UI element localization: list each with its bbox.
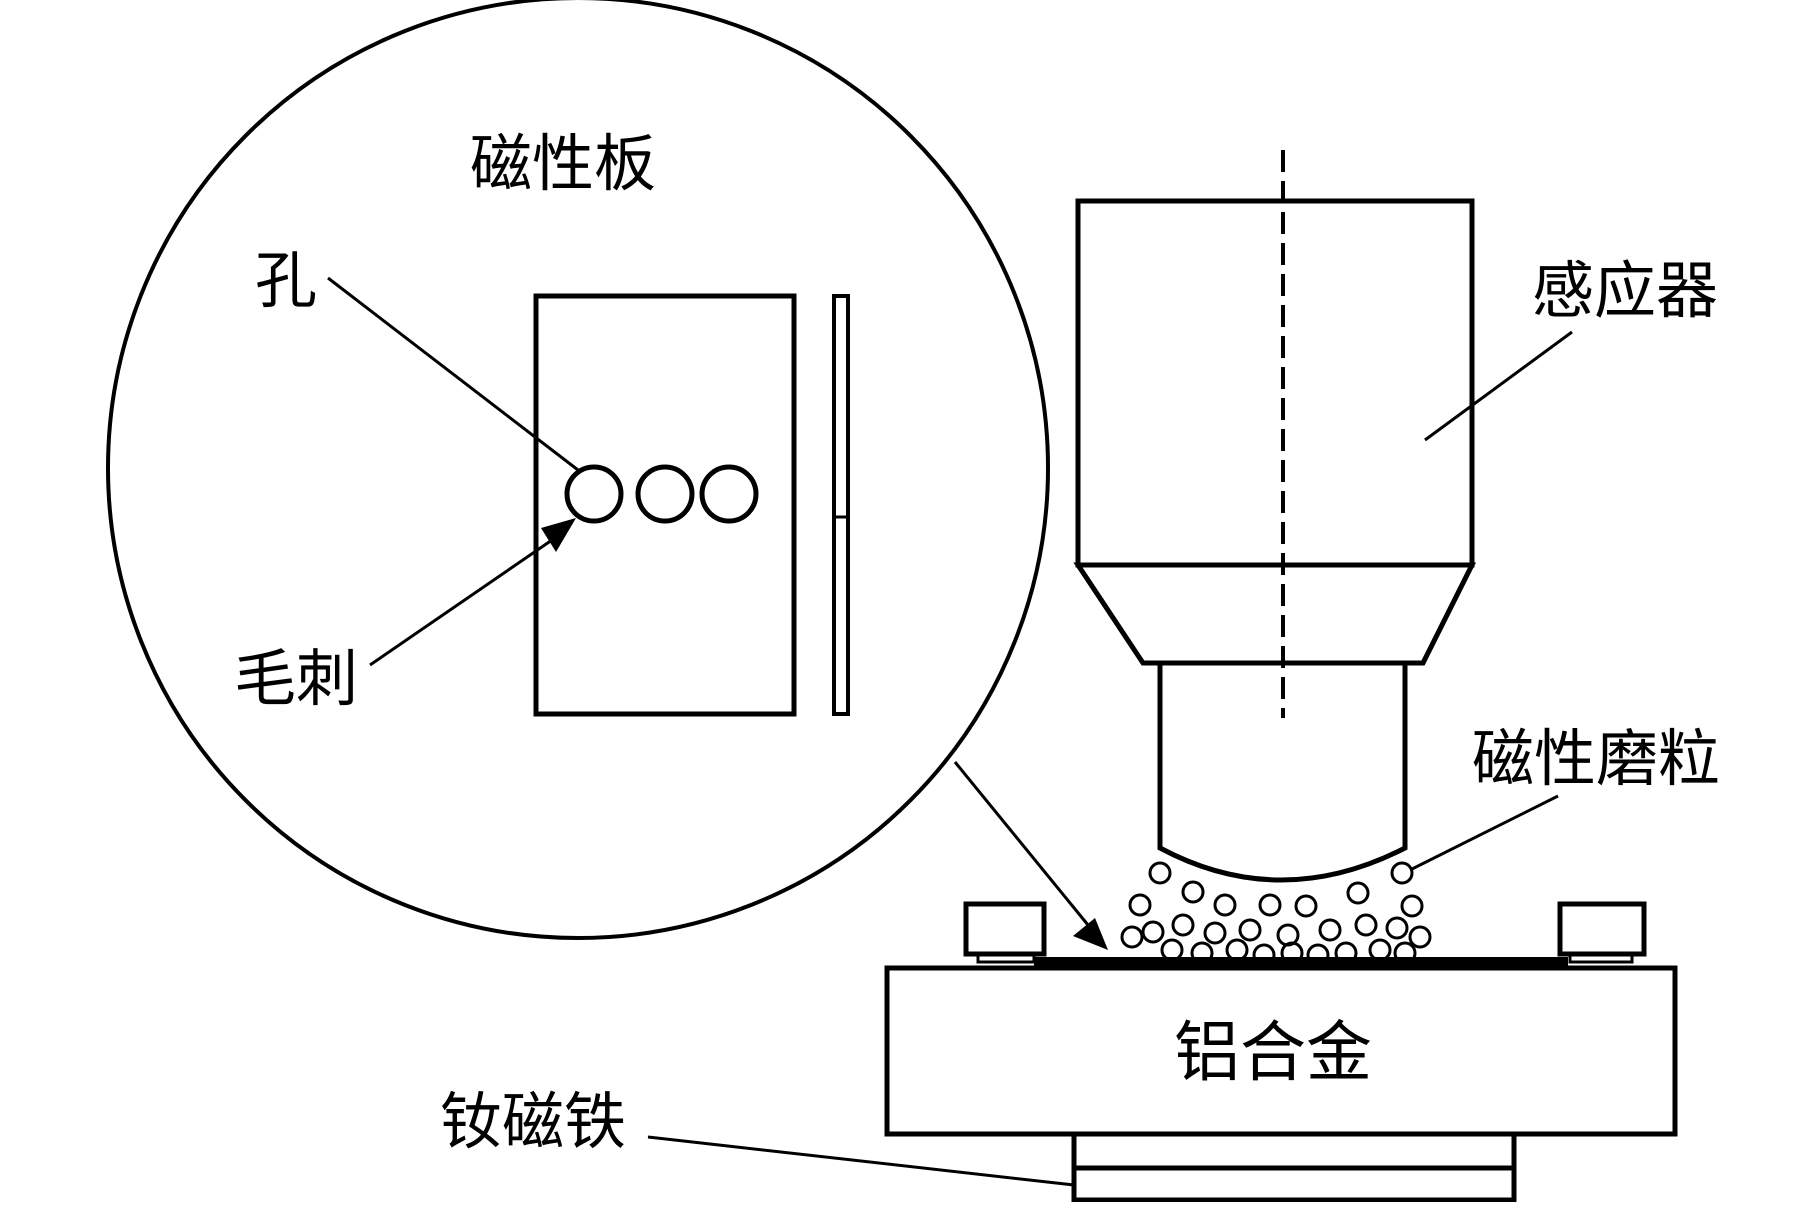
abrasive-particle [1346,881,1370,905]
ndfeb-magnet-lower [1071,1165,1517,1203]
inductor-taper [1073,562,1477,666]
abrasive-particle [1181,880,1205,904]
magnify-arrow-head [1073,918,1108,950]
clamp-foot-left [976,952,1036,964]
hole-1 [564,464,624,524]
abrasive-particle [1354,913,1378,937]
inductor-body [1075,198,1475,568]
magnetic-abrasive-leader-line [1409,794,1559,872]
clamp-block-right [1557,901,1647,957]
abrasive-particle [1148,861,1172,885]
hole-2 [635,464,695,524]
inductor-tip [1157,663,1408,883]
burr-arrow-head [541,518,576,552]
magnetic-abrasive-label: 磁性磨粒 [1472,722,1720,795]
ndfeb-magnet-upper [1071,1131,1517,1171]
hole-label: 孔 [255,244,317,317]
clamp-block-left [963,901,1047,957]
hole-3 [699,464,759,524]
abrasive-particle [1390,861,1414,885]
inductor-label: 感应器 [1532,254,1718,327]
abrasive-particle [1318,918,1342,942]
abrasive-particle [1408,925,1432,949]
magnified-view-circle [106,0,1050,940]
abrasive-particle [1171,913,1195,937]
abrasive-particle [1258,893,1282,917]
abrasive-particle [1141,920,1165,944]
aluminum-alloy-label: 铝合金 [1174,1014,1372,1091]
ndfeb-magnet-leader-line [647,1135,1075,1187]
abrasive-particle [1400,894,1424,918]
magnetic-plate-side [832,294,850,716]
abrasive-particle [1385,916,1409,940]
abrasive-particle [1238,918,1262,942]
inductor-leader-line [1424,330,1573,442]
magnetic-plate-on-workpiece [1034,957,1568,966]
abrasive-particle [1213,893,1237,917]
abrasive-particle [1294,894,1318,918]
burr-leader-line [369,538,553,667]
hole-leader-line [327,276,579,472]
magnetic-abrasive-particles [1120,861,1432,967]
magnetic-plate-front [533,293,797,717]
clamp-foot-right [1568,952,1634,964]
abrasive-particle [1120,925,1144,949]
burr-label: 毛刺 [234,642,358,715]
magnify-leader-line [953,761,1090,926]
abrasive-particle [1203,921,1227,945]
magnetic-plate-label: 磁性板 [470,127,656,200]
ndfeb-magnet-label: 钕磁铁 [440,1085,626,1158]
abrasive-particle [1128,893,1152,917]
